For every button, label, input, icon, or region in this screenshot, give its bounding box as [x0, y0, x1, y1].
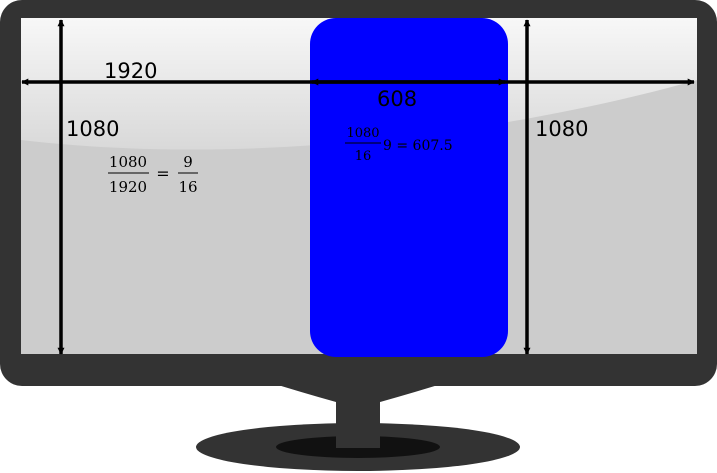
- ratio-den-left: 1920: [109, 178, 147, 196]
- height-right-label: 1080: [535, 117, 588, 141]
- ratio-den-right: 16: [178, 178, 197, 196]
- ratio-equals: =: [156, 164, 169, 183]
- crop-region: [310, 18, 508, 357]
- monitor-stand-neck: [262, 380, 454, 448]
- crop-rest: 9 = 607.5: [383, 138, 453, 154]
- crop-den: 16: [355, 149, 372, 164]
- ratio-num-left: 1080: [109, 153, 147, 171]
- height-left-label: 1080: [66, 117, 119, 141]
- ratio-formula: 1080 1920 = 9 16: [108, 153, 198, 196]
- width-crop-label: 608: [377, 87, 417, 111]
- width-full-label: 1920: [104, 59, 157, 83]
- crop-formula: 1080 16 9 = 607.5: [345, 126, 453, 164]
- crop-num: 1080: [346, 126, 379, 141]
- ratio-num-right: 9: [183, 153, 193, 171]
